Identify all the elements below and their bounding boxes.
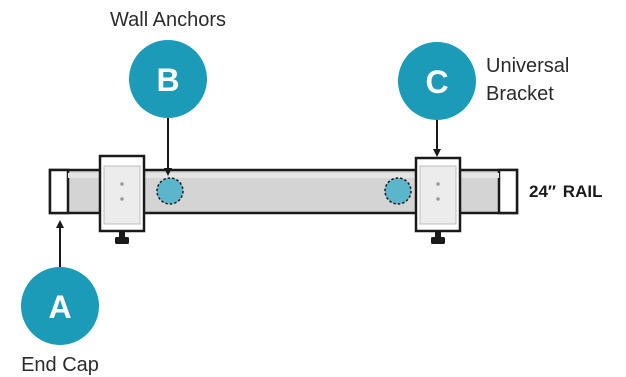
end-cap-right xyxy=(497,168,519,215)
badge-c xyxy=(398,42,476,120)
callout-c: C Universal Bracket xyxy=(398,42,569,120)
rail-word: RAIL xyxy=(563,182,603,201)
badge-a-letter: A xyxy=(48,289,71,325)
badge-b-letter: B xyxy=(156,62,179,98)
universal-bracket-label-line2: Bracket xyxy=(486,83,554,105)
universal-bracket-left xyxy=(98,154,146,244)
universal-bracket-label-line1: Universal xyxy=(486,55,569,77)
badge-c-letter: C xyxy=(425,64,448,100)
badge-a xyxy=(21,267,99,345)
wall-anchors-label: Wall Anchors xyxy=(110,9,226,31)
callout-a: A End Cap xyxy=(21,267,99,376)
callout-b: Wall Anchors B xyxy=(110,9,226,118)
end-cap-left xyxy=(48,168,70,215)
rail-size-value: 24″ xyxy=(529,182,556,201)
wall-anchor-right xyxy=(384,177,412,205)
rail-highlight xyxy=(68,173,499,178)
wall-anchor-left xyxy=(156,177,184,205)
rail-size-label: 24″ RAIL xyxy=(529,182,602,201)
end-cap-label: End Cap xyxy=(21,354,99,376)
badge-b xyxy=(129,40,207,118)
universal-bracket-right xyxy=(414,156,462,244)
